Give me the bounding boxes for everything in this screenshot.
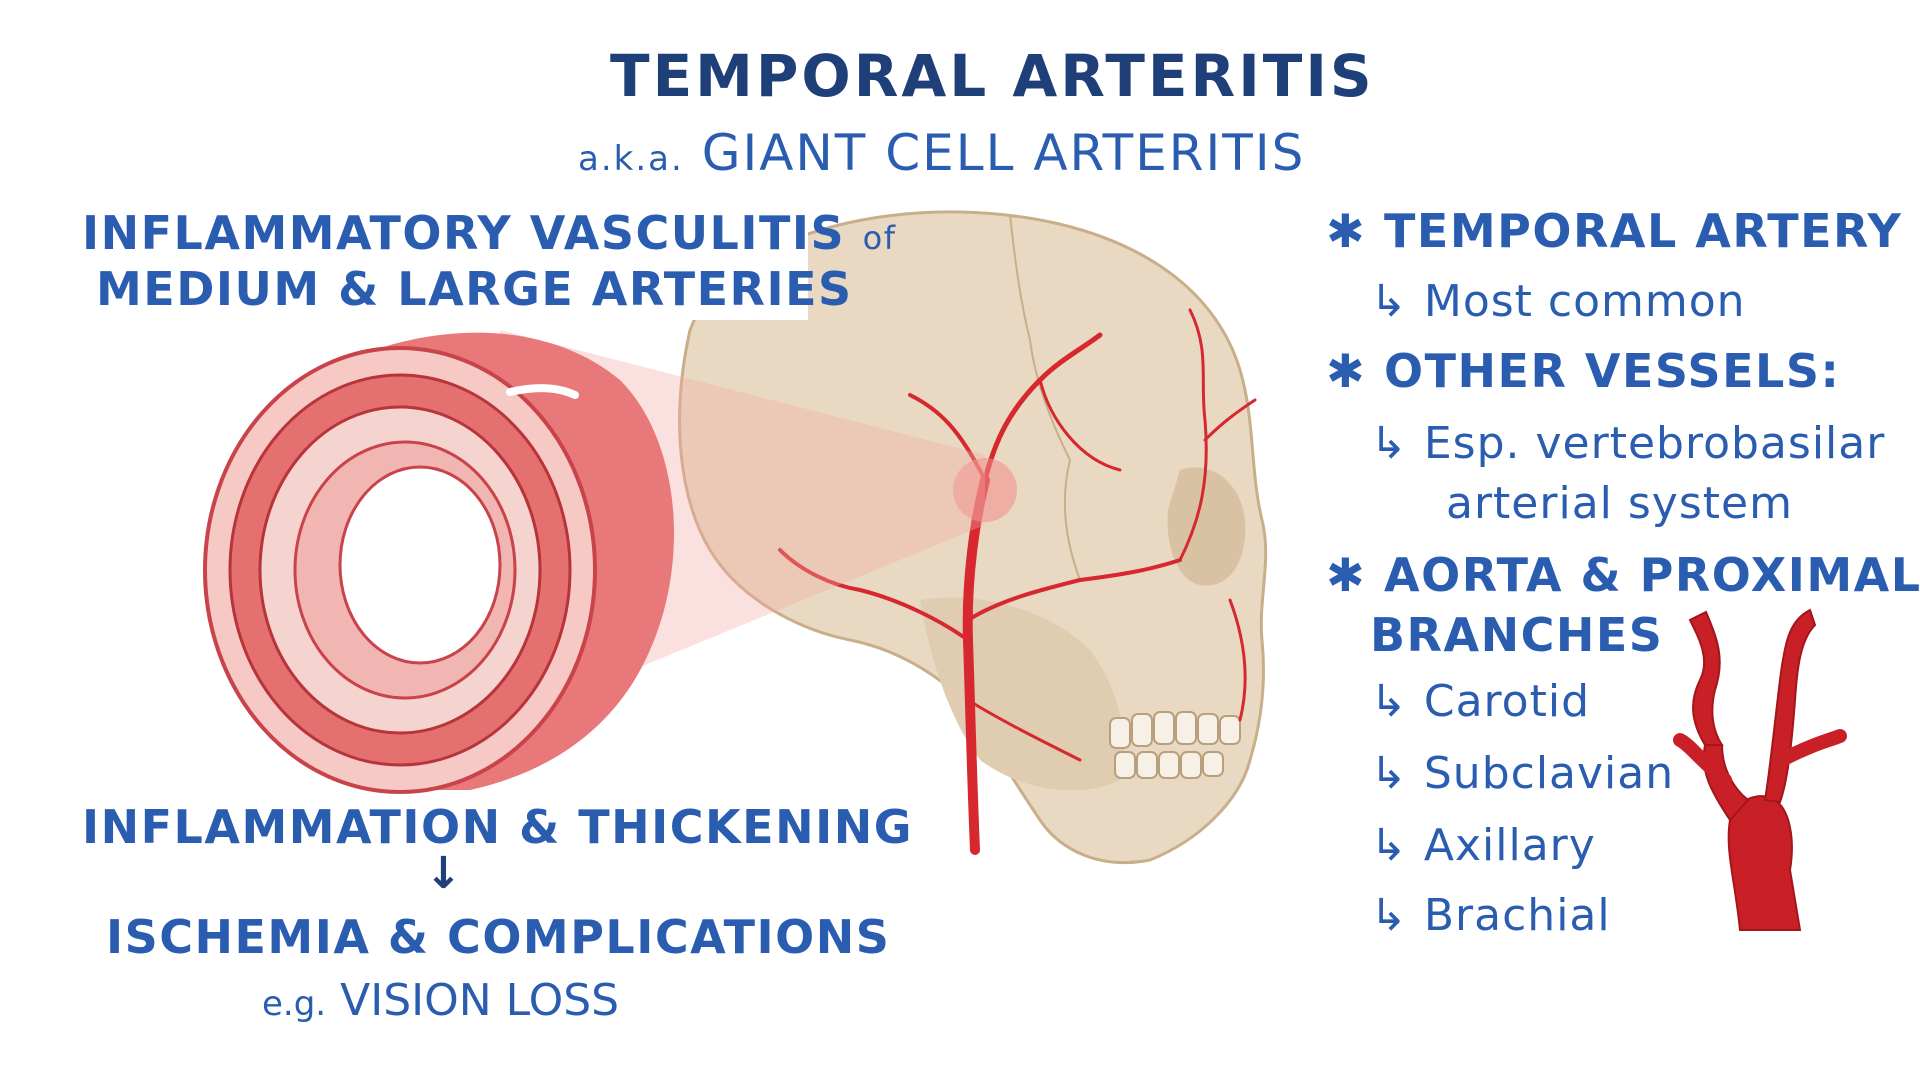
site-other-heading: OTHER VESSELS: [1384, 344, 1841, 398]
down-arrow: ↓ [425, 848, 464, 899]
cause-label: INFLAMMATION & THICKENING [82, 800, 913, 854]
sub-arrow-icon: ↳ [1370, 890, 1408, 941]
asterisk-icon: ✱ [1326, 204, 1367, 258]
definition-box [78, 200, 808, 320]
sub-arrow-icon: ↳ [1370, 748, 1408, 799]
sub-arrow-icon: ↳ [1370, 676, 1408, 727]
site-aorta: ✱ AORTA & PROXIMAL [1326, 548, 1920, 602]
asterisk-icon: ✱ [1326, 344, 1367, 398]
site-other-note-line1: Esp. vertebrobasilar [1423, 418, 1886, 469]
site-other: ✱ OTHER VESSELS: [1326, 344, 1840, 398]
site-aorta-heading-1: AORTA & PROXIMAL [1384, 548, 1920, 602]
branch-carotid: ↳ Carotid [1370, 676, 1590, 727]
site-other-note-2: arterial system [1446, 478, 1793, 529]
definition-line-2: MEDIUM & LARGE ARTERIES [96, 262, 853, 316]
sub-arrow-icon: ↳ [1370, 418, 1408, 469]
page-title: TEMPORAL ARTERITIS [610, 42, 1375, 110]
subtitle-prefix: a.k.a. [578, 139, 684, 179]
example-text: VISION LOSS [340, 975, 620, 1026]
site-aorta-heading-2: BRANCHES [1370, 608, 1664, 662]
site-temporal: ✱ TEMPORAL ARTERY [1326, 204, 1902, 258]
branch-axillary: ↳ Axillary [1370, 820, 1596, 871]
branch-label: Axillary [1423, 820, 1596, 871]
site-temporal-heading: TEMPORAL ARTERY [1384, 204, 1903, 258]
branch-label: Subclavian [1423, 748, 1675, 799]
example-line: e.g. VISION LOSS [262, 975, 619, 1026]
subtitle: a.k.a. GIANT CELL ARTERITIS [578, 124, 1305, 182]
inflammation-site [953, 458, 1017, 522]
site-temporal-note-text: Most common [1423, 276, 1746, 327]
aorta-illustration [1673, 608, 1847, 931]
sub-arrow-icon: ↳ [1370, 820, 1408, 871]
sub-arrow-icon: ↳ [1370, 276, 1408, 327]
branch-label: Brachial [1423, 890, 1611, 941]
definition-of: of [862, 219, 897, 257]
effect-label: ISCHEMIA & COMPLICATIONS [106, 910, 891, 964]
branch-label: Carotid [1423, 676, 1591, 727]
subtitle-name: GIANT CELL ARTERITIS [701, 124, 1306, 182]
example-prefix: e.g. [262, 984, 327, 1024]
artery-cross-section [203, 332, 674, 794]
asterisk-icon: ✱ [1326, 548, 1367, 602]
definition-main: INFLAMMATORY VASCULITIS [82, 206, 846, 260]
temporal-artery-network [778, 308, 1257, 855]
site-temporal-note: ↳ Most common [1370, 276, 1746, 327]
branch-brachial: ↳ Brachial [1370, 890, 1611, 941]
branch-subclavian: ↳ Subclavian [1370, 748, 1674, 799]
site-other-note-1: ↳ Esp. vertebrobasilar [1370, 418, 1885, 469]
teeth [1109, 711, 1241, 779]
definition-line-1: INFLAMMATORY VASCULITIS of [82, 206, 896, 260]
